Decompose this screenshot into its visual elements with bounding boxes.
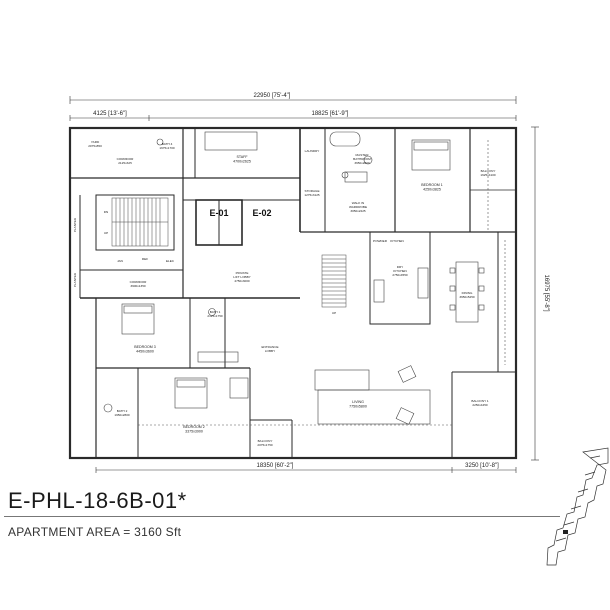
dim-left-segment: 4125 [13'-6"] (93, 111, 127, 117)
lift-e01: E-01 (209, 208, 228, 218)
svg-text:REF: REF (142, 257, 148, 261)
svg-text:UP: UP (104, 231, 108, 235)
key-plan (546, 447, 609, 566)
divider-line (4, 516, 560, 517)
dim-overall-depth: 16975 [55'-8"] (543, 275, 549, 312)
dim-bottom-main: 18350 [60'-2"] (257, 463, 294, 469)
stairs-internal (321, 254, 347, 308)
svg-text:POWDER: POWDER (373, 239, 388, 243)
svg-text:PLANTER: PLANTER (73, 217, 77, 232)
svg-text:PLANTER: PLANTER (73, 272, 77, 287)
dimension-lines (69, 96, 539, 473)
furniture (103, 131, 485, 425)
svg-text:JAN: JAN (117, 259, 123, 263)
walls (68, 126, 518, 460)
svg-text:LAUNDRY: LAUNDRY (305, 149, 320, 153)
lift-e02: E-02 (252, 208, 271, 218)
dim-right-segment: 18825 [61'-9"] (312, 111, 349, 117)
svg-text:ELEC: ELEC (166, 259, 175, 263)
dim-bottom-right: 3250 [10'-8"] (465, 463, 499, 469)
unit-code-title: E-PHL-18-6B-01* (8, 488, 187, 513)
svg-text:KITCHEN: KITCHEN (390, 239, 404, 243)
dim-overall-width: 22950 [75'-4"] (254, 93, 291, 99)
stairs-left (111, 197, 169, 247)
svg-text:DN: DN (104, 210, 108, 214)
apartment-area: APARTMENT AREA = 3160 Sft (8, 525, 182, 539)
dashed-lines (138, 140, 506, 426)
svg-text:UP: UP (332, 311, 336, 315)
